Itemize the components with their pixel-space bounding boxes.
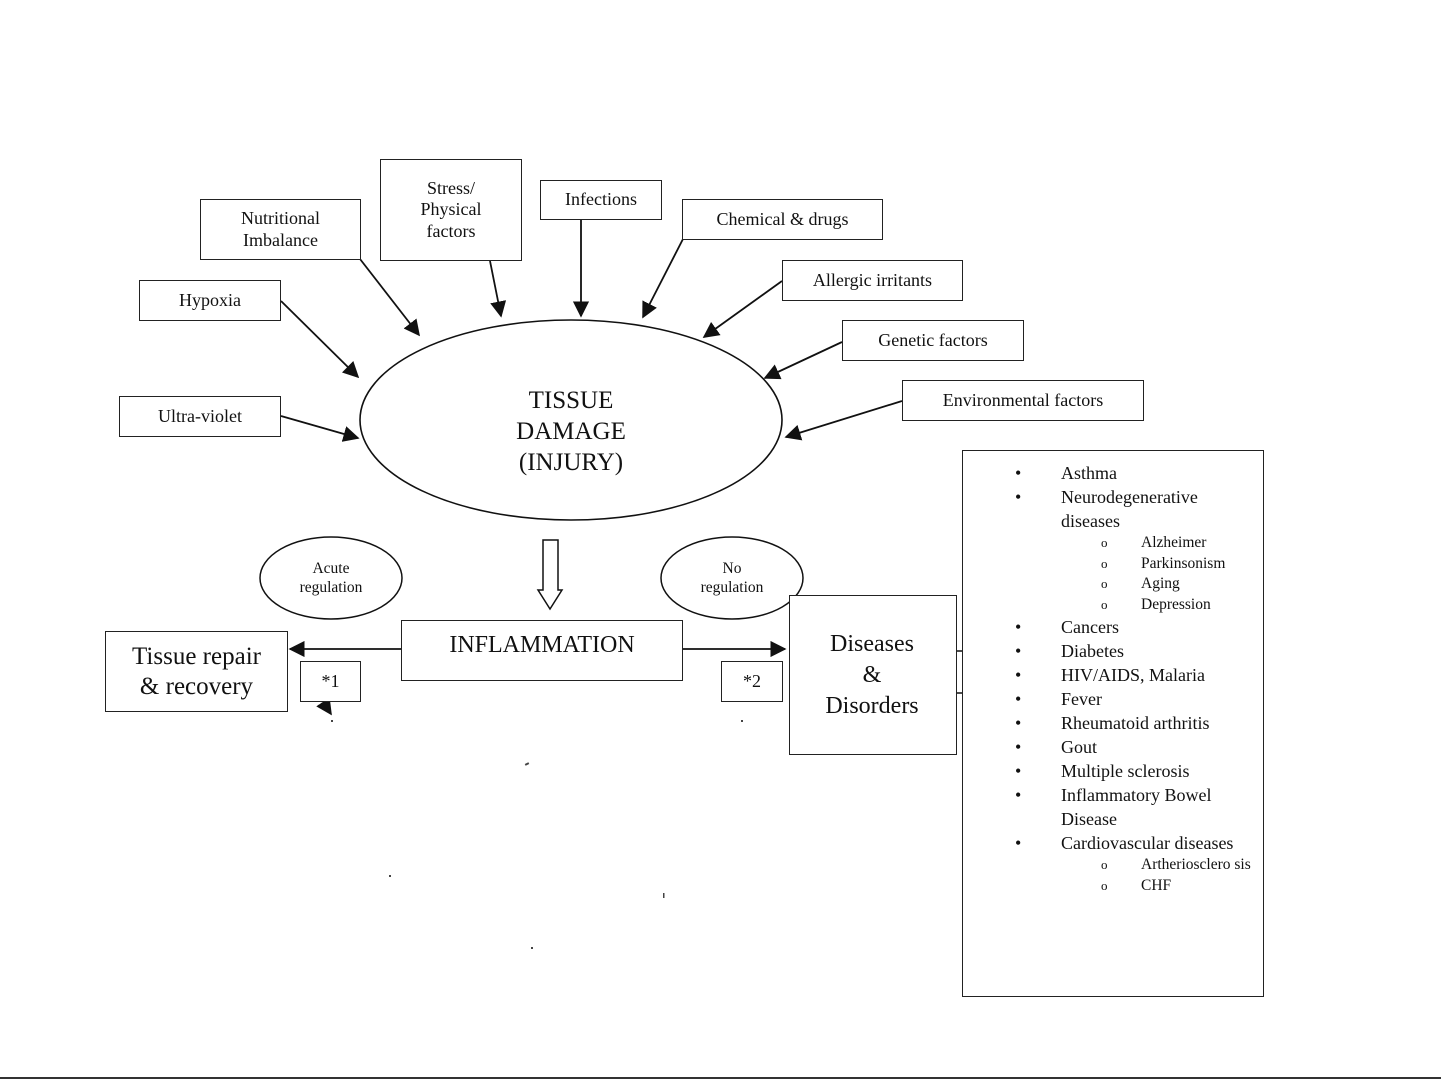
hollow-down-arrow (536, 539, 564, 611)
arrow-nutritional (359, 258, 420, 337)
tissue-damage-label: TISSUE DAMAGE (INJURY) (516, 387, 626, 476)
cause-chemical-label: Chemical & drugs (716, 208, 849, 229)
no-regulation-oval (660, 536, 804, 620)
cause-chemical-box: Chemical & drugs (682, 199, 883, 240)
list-item: •HIV/AIDS, Malaria (1015, 665, 1205, 685)
diseases-box: Diseases & Disorders (789, 595, 957, 755)
list-item: •Gout (1015, 737, 1097, 757)
cause-environmental-label: Environmental factors (942, 389, 1104, 410)
cause-nutritional-box: Nutritional Imbalance (200, 199, 361, 260)
cause-ultraviolet-label: Ultra-violet (158, 405, 242, 426)
note-1-label: *1 (321, 670, 340, 691)
note-2-label: *2 (743, 670, 761, 691)
cause-stress-label: Stress/ Physical factors (420, 177, 482, 241)
list-item: •Cancers (1015, 617, 1119, 637)
tissue-repair-box: Tissue repair & recovery (105, 631, 288, 712)
cause-infections-box: Infections (540, 180, 662, 220)
arrow-stress (489, 260, 507, 318)
diseases-label: Diseases & Disorders (825, 630, 919, 719)
cause-allergic-box: Allergic irritants (782, 260, 963, 301)
tissue-damage-ellipse (359, 319, 783, 521)
list-item: •Inflammatory Bowel Disease (1015, 785, 1212, 829)
tissue-repair-label: Tissue repair & recovery (132, 642, 261, 700)
arrow-note1 (316, 697, 332, 716)
arrow-environmental (784, 400, 903, 441)
acute-regulation-oval (259, 536, 403, 620)
cause-stress-box: Stress/ Physical factors (380, 159, 522, 261)
cause-hypoxia-box: Hypoxia (139, 280, 281, 321)
list-item: •Cardiovascular diseases (1015, 833, 1234, 853)
cause-genetic-label: Genetic factors (878, 329, 988, 350)
stray-marks (331, 720, 743, 949)
list-item: •Asthma (1015, 463, 1117, 483)
no-regulation-label: No regulation (700, 560, 764, 597)
arrow-chemical (642, 238, 684, 319)
cause-ultraviolet-box: Ultra-violet (119, 396, 281, 437)
list-item: •Neurodegenerative diseases (1015, 487, 1198, 531)
bottom-rule (0, 1077, 1441, 1079)
list-item: •Fever (1015, 689, 1102, 709)
note-2-box: *2 (721, 661, 783, 702)
arrow-ultraviolet (280, 415, 360, 442)
acute-regulation-label: Acute regulation (299, 560, 363, 597)
cause-environmental-box: Environmental factors (902, 380, 1144, 421)
arrow-genetic (763, 341, 843, 380)
cause-infections-label: Infections (565, 189, 637, 210)
list-item: •Rheumatoid arthritis (1015, 713, 1210, 733)
cause-genetic-box: Genetic factors (842, 320, 1024, 361)
note-1-box: *1 (300, 661, 361, 702)
arrow-hypoxia (280, 300, 360, 379)
arrow-allergic (702, 280, 783, 338)
list-item: •Diabetes (1015, 641, 1124, 661)
list-item: •Multiple sclerosis (1015, 761, 1190, 781)
cause-allergic-label: Allergic irritants (812, 269, 933, 290)
inflammation-label: INFLAMMATION (447, 631, 637, 660)
inflammation-box: INFLAMMATION (401, 620, 683, 681)
cause-hypoxia-label: Hypoxia (179, 289, 241, 310)
cause-nutritional-label: Nutritional Imbalance (241, 207, 320, 250)
